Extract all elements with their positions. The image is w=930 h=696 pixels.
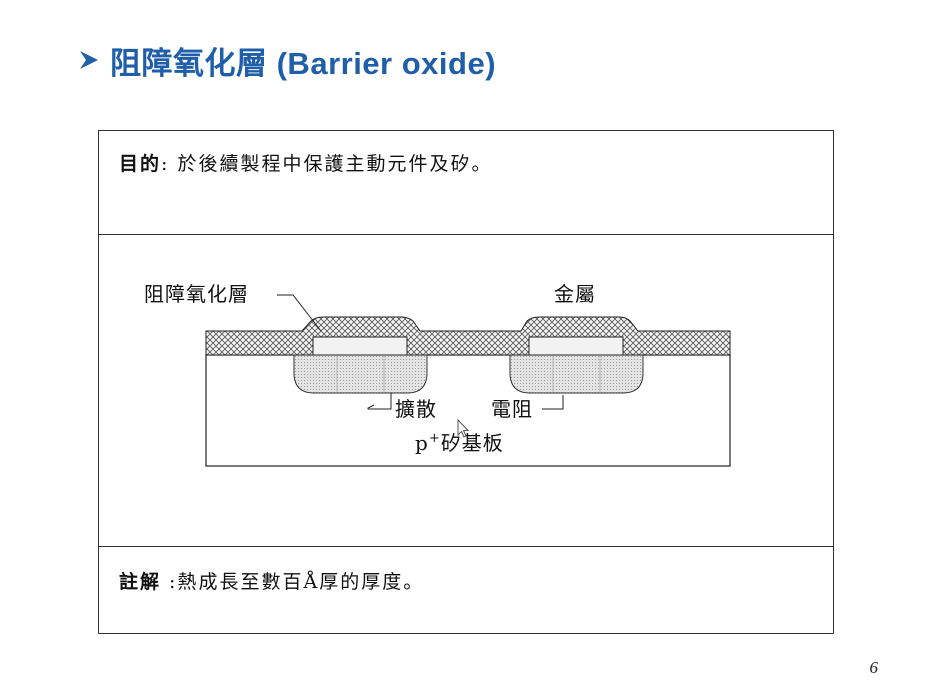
diffusion-region-left — [293, 354, 428, 394]
purpose-row: 目的: 於後續製程中保護主動元件及矽。 — [99, 131, 833, 235]
barrier-oxide-layer — [205, 316, 731, 356]
p-plus-superscript: + — [429, 431, 441, 446]
purpose-line: 目的: 於後續製程中保護主動元件及矽。 — [119, 149, 492, 176]
slide-title-text: 阻障氧化層 (Barrier oxide) — [110, 45, 497, 81]
content-table: 目的: 於後續製程中保護主動元件及矽。 — [98, 130, 834, 634]
note-label: 註解 — [119, 571, 162, 593]
cross-section-diagram: 阻障氧化層 金屬 擴散 電阻 p+矽基板 — [144, 282, 731, 467]
silicon-substrate-label: 矽基板 — [441, 431, 504, 455]
diffusion-leader — [367, 393, 392, 410]
barrier-oxide-leader — [277, 294, 322, 332]
purpose-label: 目的 — [119, 153, 162, 175]
purpose-text: 於後續製程中保護主動元件及矽。 — [177, 153, 493, 175]
diffusion-label: 擴散 — [395, 397, 437, 421]
slide-title: 阻障氧化層 (Barrier oxide) — [78, 38, 496, 82]
arrow-bullet-icon — [80, 51, 98, 69]
page-number: 6 — [869, 658, 879, 677]
resistor-leader — [542, 395, 564, 410]
metal-pad-right — [528, 336, 624, 356]
metal-pad-left — [312, 336, 408, 356]
metal-label: 金屬 — [554, 282, 596, 306]
note-text: 熱成長至數百Å厚的厚度。 — [177, 571, 425, 593]
substrate-label: p+矽基板 — [415, 431, 504, 455]
barrier-oxide-label: 阻障氧化層 — [144, 282, 249, 306]
p-type-label: p — [415, 431, 429, 455]
resistor-label: 電阻 — [491, 397, 533, 421]
diffusion-region-right — [509, 354, 644, 394]
mouse-pointer-icon — [457, 419, 470, 438]
purpose-separator: : — [161, 153, 178, 175]
note-row: 註解 :熱成長至數百Å厚的厚度。 — [99, 547, 833, 633]
note-line: 註解 :熱成長至數百Å厚的厚度。 — [119, 567, 424, 594]
diagram-row: 阻障氧化層 金屬 擴散 電阻 p+矽基板 — [99, 235, 833, 547]
note-separator: : — [161, 571, 178, 593]
